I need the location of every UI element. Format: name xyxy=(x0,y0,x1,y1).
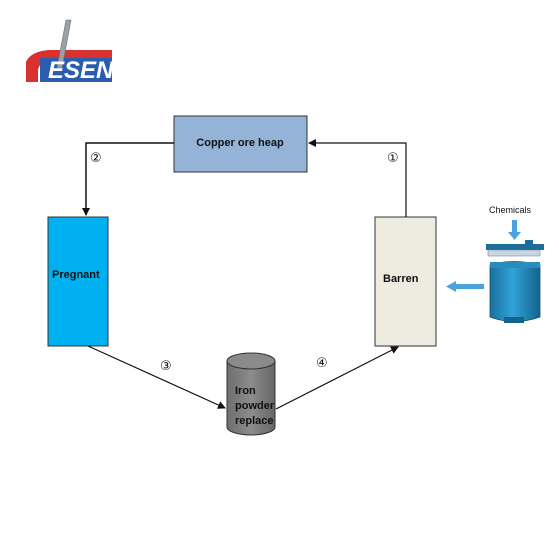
pregnant-to-cylinder-connector xyxy=(87,345,226,409)
logo-silver-blade-icon xyxy=(56,19,72,69)
cylinder-to-barren-connector xyxy=(275,346,399,410)
copper-ore-heap-label: Copper ore heap xyxy=(196,137,284,149)
step-4-label: ④ xyxy=(316,356,328,371)
logo-blue-bar xyxy=(40,58,112,82)
company-logo: ESEN xyxy=(26,19,114,84)
cylinder-line-2: powder xyxy=(235,400,275,412)
pregnant-box xyxy=(47,216,109,347)
barren-to-heap-connector xyxy=(308,139,407,217)
logo-text: ESEN xyxy=(48,57,114,84)
step-3-label: ③ xyxy=(160,359,172,374)
cylinder-line-1: Iron xyxy=(235,385,256,397)
step-2-label: ② xyxy=(90,151,102,166)
pregnant-label: Pregnant xyxy=(52,269,100,281)
barren-label: Barren xyxy=(383,273,419,285)
heap-to-pregnant-connector xyxy=(82,142,174,216)
step-1-label: ① xyxy=(387,151,399,166)
chemicals-down-arrow xyxy=(508,220,521,240)
iron-powder-cylinder: Iron powder replace xyxy=(226,352,276,436)
agitation-tank-icon xyxy=(486,240,544,323)
copper-ore-heap-box xyxy=(173,115,308,173)
tank-to-barren-arrow xyxy=(446,281,484,292)
cylinder-line-3: replace xyxy=(235,415,274,427)
chemicals-label: Chemicals xyxy=(489,205,532,215)
